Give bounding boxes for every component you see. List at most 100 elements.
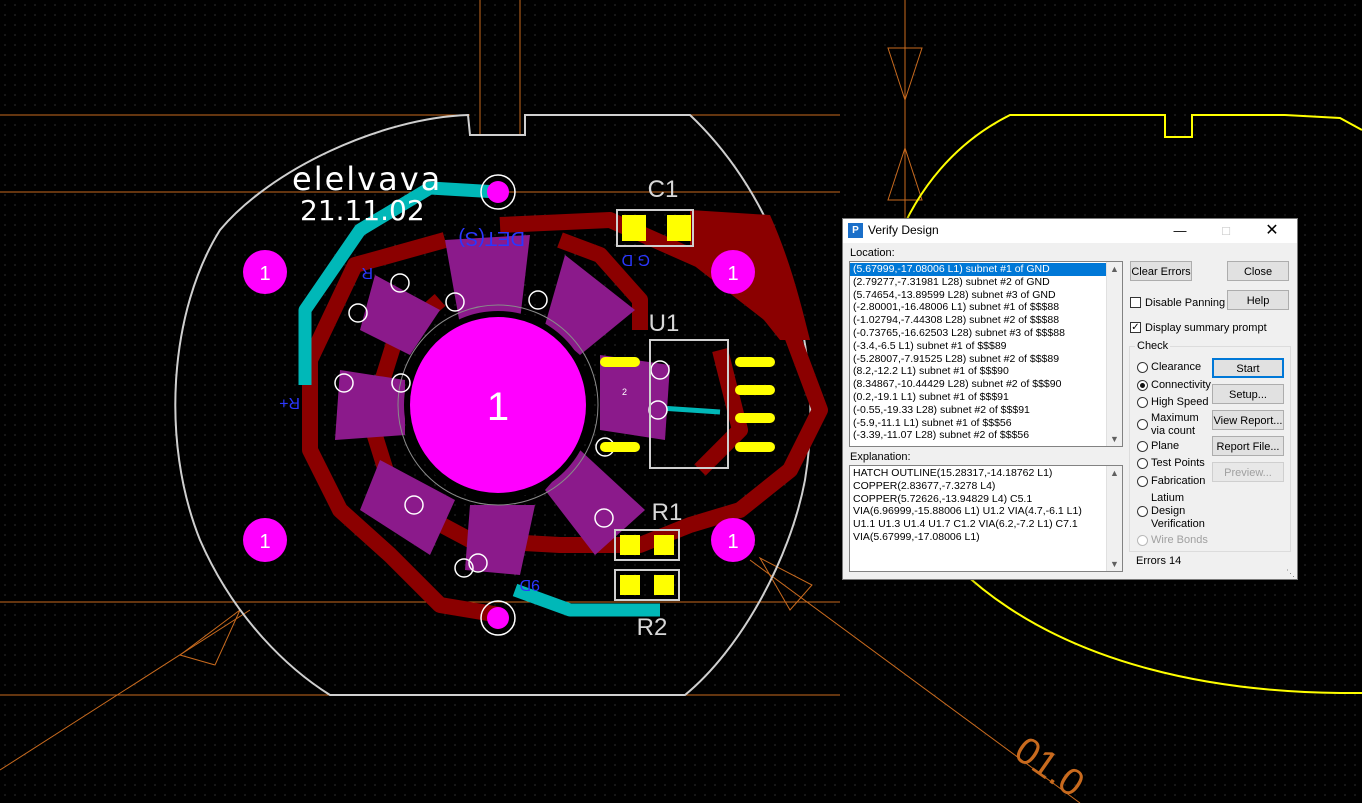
explanation-line: VIA(5.67999,-17.08006 L1) [853, 530, 980, 543]
radio-high-speed[interactable] [1137, 397, 1148, 408]
scroll-down-icon[interactable]: ▼ [1110, 559, 1119, 569]
display-summary-checkbox[interactable]: ✓ [1130, 322, 1141, 333]
explanation-line: COPPER(5.72626,-13.94829 L4) C5.1 [853, 492, 1033, 505]
radio-clearance[interactable] [1137, 362, 1148, 373]
r2-ref: R2 [637, 614, 668, 641]
verify-design-dialog: P Verify Design — □ ✕ Location: (5.67999… [842, 218, 1298, 580]
latium-label-2: Design [1151, 505, 1186, 517]
clear-errors-button[interactable]: Clear Errors [1130, 261, 1192, 281]
scroll-up-icon[interactable]: ▲ [1110, 264, 1119, 274]
location-label: Location: [850, 247, 895, 259]
location-item[interactable]: (5.74654,-13.89599 L28) subnet #3 of GND [853, 288, 1056, 301]
location-item[interactable]: (-1.02794,-7.44308 L28) subnet #2 of $$$… [853, 314, 1060, 327]
u1-ref: U1 [649, 310, 680, 337]
r2-pad-1[interactable] [620, 575, 640, 595]
c1-pad-1[interactable] [622, 215, 646, 241]
scroll-down-icon[interactable]: ▼ [1110, 434, 1119, 444]
location-item[interactable]: (2.79277,-7.31981 L28) subnet #2 of GND [853, 275, 1050, 288]
radio-test-points[interactable] [1137, 458, 1148, 469]
radio-maximum-via-count[interactable] [1137, 419, 1148, 430]
location-item[interactable]: (-5.9,-11.1 L1) subnet #1 of $$$56 [853, 416, 1012, 429]
radio-fabrication[interactable] [1137, 476, 1148, 487]
check-group [1129, 346, 1291, 552]
disable-panning-checkbox[interactable] [1130, 297, 1141, 308]
latium-label-1: Latium [1151, 492, 1185, 504]
mirror-det-label: DET(S) [458, 227, 525, 249]
wire-bonds-label: Wire Bonds [1151, 534, 1208, 546]
explanation-line: U1.1 U1.3 U1.4 U1.7 C1.2 VIA(6.2,-7.2 L1… [853, 518, 1078, 531]
errors-label: Errors [1136, 555, 1166, 567]
max-via-label-2: via count [1151, 425, 1196, 437]
explanation-scrollbar[interactable]: ▲ ▼ [1106, 466, 1122, 571]
close-button[interactable]: Close [1227, 261, 1289, 281]
location-item[interactable]: (-3.39,-11.07 L28) subnet #2 of $$$56 [853, 429, 1030, 442]
check-group-label: Check [1135, 340, 1171, 352]
test-points-label: Test Points [1151, 457, 1205, 469]
location-item[interactable]: (0.2,-19.1 L1) subnet #1 of $$$91 [853, 390, 1009, 403]
mounting-pads[interactable] [243, 181, 755, 629]
latium-label-3: Verification [1151, 518, 1205, 530]
location-item[interactable]: (5.67999,-17.08006 L1) subnet #1 of GND [850, 263, 1106, 276]
radio-connectivity[interactable] [1137, 380, 1148, 391]
center-ring [397, 304, 599, 506]
preview-button: Preview... [1212, 462, 1284, 482]
explanation-line: HATCH OUTLINE(15.28317,-14.18762 L1) [853, 467, 1053, 479]
scroll-up-icon[interactable]: ▲ [1110, 468, 1119, 478]
plane-label: Plane [1151, 440, 1180, 452]
mirror-9d-label: 9D [520, 576, 540, 593]
location-item[interactable]: (-3.4,-6.5 L1) subnet #1 of $$$89 [853, 339, 1007, 352]
radio-wire-bonds [1137, 535, 1148, 546]
u1-pads[interactable] [600, 357, 775, 452]
title-bar[interactable]: P Verify Design — □ ✕ [843, 219, 1297, 243]
r2-outline [614, 569, 680, 601]
r1-pad-1[interactable] [620, 535, 640, 555]
location-item[interactable]: (8.2,-12.2 L1) subnet #1 of $$$90 [853, 365, 1009, 378]
app-icon: P [848, 223, 863, 238]
location-item[interactable]: (-5.28007,-7.91525 L28) subnet #2 of $$$… [853, 352, 1060, 365]
view-report-button[interactable]: View Report... [1212, 410, 1284, 430]
display-summary-label: Display summary prompt [1145, 322, 1267, 334]
close-icon[interactable]: ✕ [1265, 222, 1279, 239]
silk-name: elelvava [292, 160, 442, 198]
u1-outline [649, 339, 729, 469]
start-button[interactable]: Start [1212, 358, 1284, 378]
location-item[interactable]: (-0.55,-19.33 L28) subnet #2 of $$$91 [853, 403, 1030, 416]
connectivity-label: Connectivity [1151, 379, 1211, 391]
explanation-line: VIA(6.96999,-15.88006 L1) U1.2 VIA(4.7,-… [853, 505, 1082, 518]
pad-label-bl: 1 [259, 531, 270, 553]
silk-date: 21.11.02 [300, 194, 425, 227]
resize-grip-icon[interactable]: ⋱ [1286, 568, 1295, 578]
location-list[interactable]: (5.67999,-17.08006 L1) subnet #1 of GND(… [849, 261, 1123, 447]
location-scrollbar[interactable]: ▲ ▼ [1106, 262, 1122, 446]
pin-two-label: 2 [622, 387, 627, 397]
dialog-title: Verify Design [868, 223, 939, 237]
minimize-icon[interactable]: — [1173, 223, 1187, 238]
pad-label-tr: 1 [727, 263, 738, 285]
r1-outline [614, 529, 680, 561]
r2-pad-2[interactable] [654, 575, 674, 595]
r1-pad-2[interactable] [654, 535, 674, 555]
setup-button[interactable]: Setup... [1212, 384, 1284, 404]
led-segments [335, 235, 670, 575]
help-button[interactable]: Help [1227, 290, 1289, 310]
mirror-r-label: R [361, 264, 373, 281]
pad-label-tl: 1 [259, 263, 270, 285]
radio-latium[interactable] [1137, 506, 1148, 517]
radio-plane[interactable] [1137, 441, 1148, 452]
explanation-label: Explanation: [850, 451, 911, 463]
high-speed-label: High Speed [1151, 396, 1209, 408]
clearance-label: Clearance [1151, 361, 1202, 373]
mirror-rplus-label: R+ [279, 394, 300, 411]
c1-pad-2[interactable] [667, 215, 691, 241]
report-file-button[interactable]: Report File... [1212, 436, 1284, 456]
disable-panning-label: Disable Panning [1145, 297, 1226, 309]
center-pad[interactable] [410, 317, 586, 493]
location-rows: (5.67999,-17.08006 L1) subnet #1 of GND(… [850, 263, 1106, 442]
c1-outline [616, 209, 694, 247]
top-traces [298, 181, 660, 617]
center-pad-label: 1 [487, 385, 509, 429]
location-item[interactable]: (-2.80001,-16.48006 L1) subnet #1 of $$$… [853, 301, 1060, 314]
location-item[interactable]: (-0.73765,-16.62503 L28) subnet #3 of $$… [853, 326, 1065, 339]
explanation-box[interactable]: HATCH OUTLINE(15.28317,-14.18762 L1) COPP… [849, 465, 1123, 572]
location-item[interactable]: (8.34867,-10.44429 L28) subnet #2 of $$$… [853, 378, 1062, 391]
